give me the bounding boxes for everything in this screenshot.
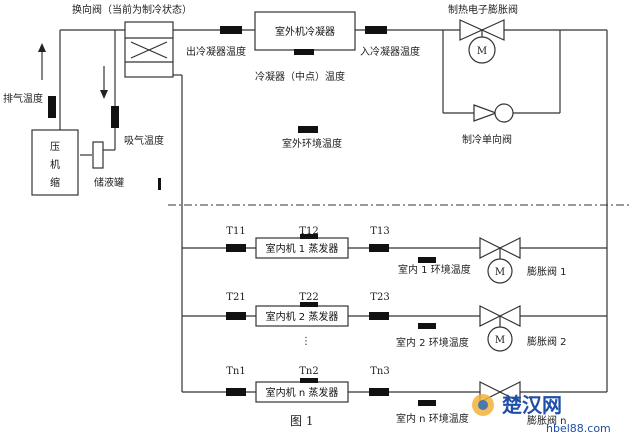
indoor-t-mid-label: T22 [299,292,318,303]
suction-temp-label: 吸气温度 [124,134,164,147]
reversing-valve-label: 换向阀（当前为制冷状态） [72,3,192,16]
indoor-t-in-label: T11 [226,226,245,237]
outdoor-ambient-label: 室外环境温度 [282,137,342,150]
watermark-brand: 楚汉网 [502,393,562,417]
small-marker [158,178,161,190]
compressor-label-1: 压 [50,141,60,153]
arrow-down-icon [100,90,108,99]
indoor-evaporator-label: 室内机 2 蒸发器 [266,310,339,323]
heating-exv: M [459,19,505,64]
heating-exv-label: 制热电子膨胀阀 [448,3,518,16]
indoor-t-in-label: T21 [226,292,245,303]
indoor-t-out-label: T13 [370,226,389,237]
condenser-out-sensor [220,26,242,34]
indoor-in-sensor [226,388,246,396]
suction-sensor [111,106,119,128]
compressor-box [31,129,79,196]
indoor-units: T11 T12 T13 室内机 1 蒸发器 室内 1 环境温度 M 膨胀阀 1 … [182,226,607,427]
watermark-url: hbel88.com [546,422,611,435]
indoor-t-mid-label: Tn2 [299,366,318,377]
outdoor-ambient-sensor [298,126,318,133]
condenser-in-temp-label: 入冷凝器温度 [360,45,420,58]
indoor-mid-sensor [300,302,318,307]
outdoor-piping [59,29,608,392]
reversing-valve [124,21,174,78]
indoor-t-out-label: Tn3 [370,366,389,377]
room-sensor [418,323,436,329]
indoor-in-sensor [226,312,246,320]
accumulator-box [92,141,104,169]
motor-icon: M [495,267,505,278]
indoor-t-in-label: Tn1 [226,366,245,377]
room-sensor [418,257,436,263]
figure-caption: 图 1 [290,414,313,428]
room-temp-label: 室内 2 环境温度 [396,336,469,349]
condenser-in-sensor [365,26,387,34]
ellipsis-marker: ⋮ [301,336,311,347]
expansion-valve-label: 膨胀阀 n [527,414,567,427]
room-temp-label: 室内 1 环境温度 [398,263,471,276]
indoor-mid-sensor [300,378,318,383]
watermark: 楚汉网 hbel88.com [472,393,611,435]
room-temp-label: 室内 n 环境温度 [396,412,469,425]
room-sensor [418,400,436,406]
arrow-up-icon [38,43,46,52]
condenser-mid-temp-label: 冷凝器（中点）温度 [255,70,345,83]
motor-icon: M [495,335,505,346]
indoor-evaporator-label: 室内机 1 蒸发器 [266,242,339,255]
indoor-unit-row: T11 T12 T13 室内机 1 蒸发器 室内 1 环境温度 M 膨胀阀 1 [182,226,607,284]
indoor-mid-sensor [300,234,318,239]
indoor-unit-row: T21 T22 T23 室内机 2 蒸发器 室内 2 环境温度 M 膨胀阀 2 … [182,292,607,352]
indoor-in-sensor [226,244,246,252]
indoor-evaporator-label: 室内机 n 蒸发器 [266,386,339,399]
accumulator-label: 储液罐 [94,176,124,189]
indoor-t-mid-label: T12 [299,226,318,237]
discharge-sensor [48,96,56,118]
indoor-out-sensor [369,244,389,252]
compressor-label-2: 机 [50,158,60,171]
indoor-out-sensor [369,388,389,396]
outdoor-condenser-label: 室外机冷凝器 [275,25,335,38]
motor-icon: M [477,46,487,57]
indoor-unit-row: Tn1 Tn2 Tn3 室内机 n 蒸发器 室内 n 环境温度 膨胀阀 n [182,366,607,427]
indoor-t-out-label: T23 [370,292,389,303]
check-valve [473,103,514,123]
expansion-valve-label: 膨胀阀 1 [527,265,567,278]
indoor-out-sensor [369,312,389,320]
expansion-valve-label: 膨胀阀 2 [527,335,567,348]
discharge-temp-label: 排气温度 [3,92,43,105]
condenser-out-temp-label: 出冷凝器温度 [186,45,246,58]
flow-arrows [38,43,108,99]
check-valve-label: 制冷单向阀 [462,133,512,146]
condenser-mid-sensor [294,49,314,55]
compressor-label-3: 缩 [50,176,60,189]
